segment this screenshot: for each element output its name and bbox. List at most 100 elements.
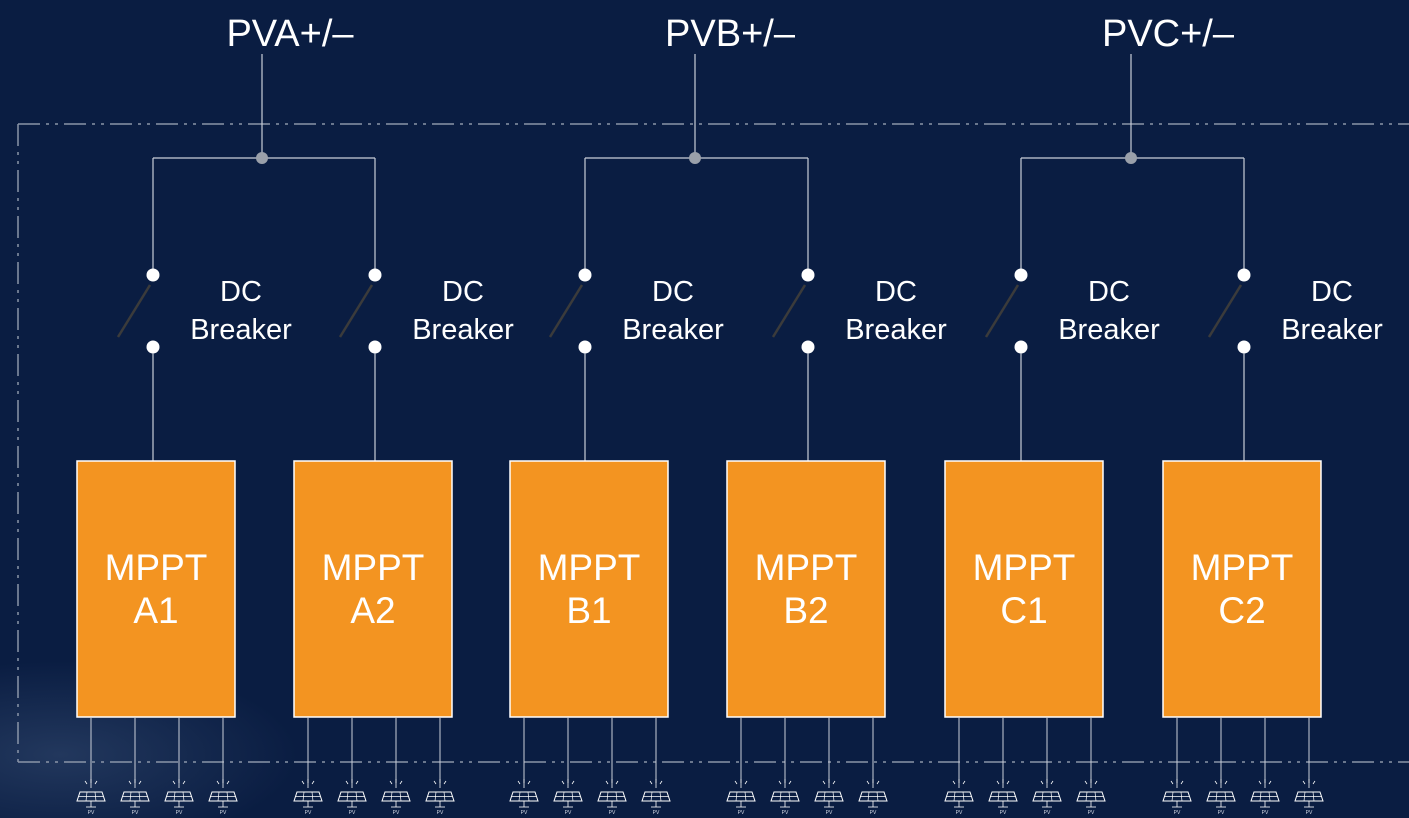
solar-panel-grid [876,791,879,802]
solar-panel-frame [76,791,106,802]
group-0-unit-0-breaker-label-line2: Breaker [190,314,292,346]
sun-ray-icon [1312,780,1316,785]
solar-panel-grid [182,791,185,802]
sun-ray-icon [1170,780,1174,785]
group-0-unit-1-breaker-label-line1: DC [442,276,484,308]
group-1-unit-0-breaker-terminal-top [578,268,592,282]
group-0-unit-0-breaker-label-line1: DC [220,276,262,308]
sun-ray-icon [876,780,880,785]
solar-panel-grid [1268,791,1271,802]
group-2-unit-0-mppt-label-line2: C1 [1000,590,1047,631]
solar-panel-grid [832,791,835,802]
solar-panel-grid [606,791,609,802]
group-1-unit-1-mppt-box [726,460,886,718]
pv-panel-label: PV [220,810,227,816]
sun-ray-icon [1224,780,1228,785]
solar-panel-frame [120,791,150,802]
solar-panel-icon: PV [770,779,800,816]
pv-panel-label: PV [870,810,877,816]
solar-panel-grid [85,791,88,802]
sun-ray-icon [138,780,142,785]
solar-panel-grid [1259,791,1262,802]
group-2-port-label: PVC+/– [1102,13,1235,55]
solar-panel-grid [962,791,965,802]
group-1-unit-1-breaker-blade [771,284,807,338]
solar-panel-icon: PV [1032,779,1062,816]
group-2-unit-0-breaker-terminal-bottom [1014,340,1028,354]
solar-panel-grid [226,791,229,802]
solar-panel-icon: PV [814,779,844,816]
sun-ray-icon [649,780,653,785]
solar-panel-grid [953,791,956,802]
solar-panel-grid [302,791,305,802]
solar-panel-icon: PV [1294,779,1324,816]
solar-panel-frame [381,791,411,802]
solar-panel-frame [597,791,627,802]
solar-panel-icon: PV [120,779,150,816]
sun-ray-icon [615,780,619,785]
sun-ray-icon [527,780,531,785]
solar-panel-grid [434,791,437,802]
group-2-unit-1-mppt-label-line2: C2 [1218,590,1265,631]
solar-panel-frame [1162,791,1192,802]
solar-panel-frame [1206,791,1236,802]
solar-panel-icon: PV [553,779,583,816]
solar-panel-grid [562,791,565,802]
pv-panel-label: PV [1262,810,1269,816]
pv-panel-label: PV [565,810,572,816]
pv-panel-label: PV [393,810,400,816]
sun-ray-icon [355,780,359,785]
pv-panel-label: PV [609,810,616,816]
pv-panel-label: PV [132,810,139,816]
solar-panel-grid [650,791,653,802]
sun-ray-icon [1094,780,1098,785]
sun-ray-icon [1180,780,1184,785]
solar-panel-grid [735,791,738,802]
solar-panel-icon: PV [425,779,455,816]
solar-panel-frame [425,791,455,802]
sun-ray-icon [1084,780,1088,785]
solar-panel-grid [615,791,618,802]
solar-panel-grid [1215,791,1218,802]
group-2-unit-0-mppt-box [944,460,1104,718]
solar-panel-grid [129,791,132,802]
group-2-unit-1-breaker-terminal-bottom [1237,340,1251,354]
solar-panel-icon: PV [208,779,238,816]
solar-panel-icon: PV [293,779,323,816]
solar-panel-frame [944,791,974,802]
solar-panel-frame [337,791,367,802]
group-2-unit-0-breaker-blade [984,284,1020,338]
group-1-unit-0-breaker-label-line2: Breaker [622,314,724,346]
solar-panel-icon: PV [509,779,539,816]
sun-ray-icon [822,780,826,785]
solar-panel-grid [659,791,662,802]
solar-panel-frame [988,791,1018,802]
solar-panel-icon: PV [641,779,671,816]
pv-panel-label: PV [1000,810,1007,816]
group-0-unit-0-breaker-terminal-bottom [146,340,160,354]
group-1-unit-0-breaker-blade [548,284,584,338]
solar-panel-frame [726,791,756,802]
sun-ray-icon [84,780,88,785]
solar-panel-frame [164,791,194,802]
group-1-unit-0-mppt-label-line2: B1 [566,590,611,631]
sun-ray-icon [962,780,966,785]
solar-panel-grid [1085,791,1088,802]
solar-panel-frame [293,791,323,802]
solar-panel-grid [788,791,791,802]
sun-ray-icon [517,780,521,785]
group-2-unit-1-mppt-label-line1: MPPT [1191,547,1294,588]
sun-ray-icon [561,780,565,785]
pv-panel-label: PV [349,810,356,816]
sun-ray-icon [744,780,748,785]
group-2-unit-1-breaker-blade [1207,284,1243,338]
group-1-unit-1-breaker-terminal-bottom [801,340,815,354]
solar-panel-icon: PV [1162,779,1192,816]
sun-ray-icon [433,780,437,785]
pv-panel-label: PV [1088,810,1095,816]
sun-ray-icon [128,780,132,785]
group-1-junction-dot [689,152,701,164]
pv-panel-label: PV [782,810,789,816]
solar-panel-grid [355,791,358,802]
